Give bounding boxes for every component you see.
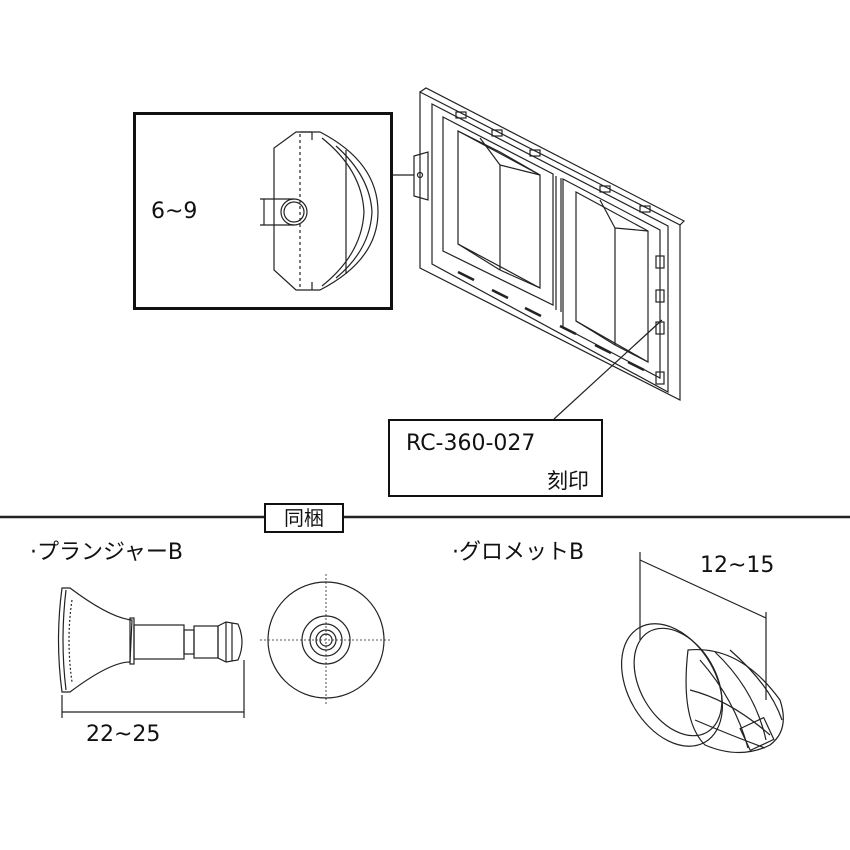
plunger-title: ·プランジャーB xyxy=(30,540,183,565)
plunger-dimension-label: 22~25 xyxy=(86,722,161,747)
detail-dimension-label: 6~9 xyxy=(151,199,198,224)
detail-tab-drawing xyxy=(260,131,379,291)
plunger-front-view xyxy=(260,574,392,706)
code-leader-line xyxy=(553,319,663,420)
part-code-text: RC-360-027 xyxy=(406,431,536,456)
filter-frame xyxy=(413,87,686,401)
grommet-dimension-label: 12~15 xyxy=(700,553,775,578)
grommet-drawing xyxy=(620,552,784,754)
engraving-mark-text: 刻印 xyxy=(547,469,589,493)
bundle-tag: 同梱 xyxy=(264,503,344,533)
detail-magnifier-box xyxy=(133,112,393,310)
part-code-box: RC-360-027 刻印 xyxy=(388,419,603,497)
plunger-side-view xyxy=(57,587,245,718)
grommet-title: ·グロメットB xyxy=(452,540,585,565)
